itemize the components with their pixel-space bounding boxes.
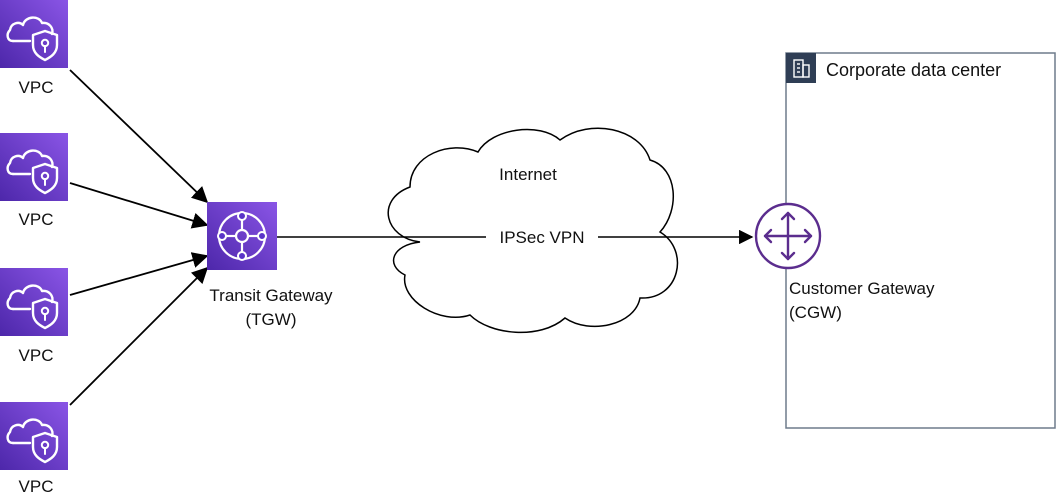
vpc-label: VPC	[19, 210, 54, 229]
data-center-boundary	[785, 52, 1056, 429]
internet-cloud: Internet	[387, 127, 679, 334]
tgw-label-line1: Transit Gateway	[209, 286, 333, 305]
vpc-2-connector	[69, 182, 209, 229]
building-glyph	[793, 59, 810, 78]
vpc-3: VPC	[0, 268, 68, 365]
customer-gateway: Customer Gateway (CGW)	[754, 202, 935, 322]
vpc-label: VPC	[19, 78, 54, 97]
vpc-2: VPC	[0, 133, 68, 229]
cgw-label-line2: (CGW)	[789, 303, 842, 322]
cloud-shape	[387, 127, 679, 334]
vpc-label: VPC	[19, 477, 54, 496]
internet-label: Internet	[499, 165, 557, 184]
cgw-label-line1: Customer Gateway	[789, 279, 935, 298]
vpc-4-connector	[69, 266, 209, 406]
vpc-1: VPC	[0, 0, 68, 97]
data-center-title: Corporate data center	[826, 60, 1001, 80]
transit-gateway: Transit Gateway (TGW)	[207, 202, 333, 329]
vpc-connectors	[69, 69, 209, 406]
vpc-label: VPC	[19, 346, 54, 365]
ipsec-vpn-link: IPSec VPN	[277, 228, 754, 247]
corporate-data-center: Corporate data center	[785, 52, 1056, 429]
vpc-1-connector	[69, 69, 209, 204]
office-building-icon	[786, 53, 816, 83]
tgw-label-line2: (TGW)	[246, 310, 297, 329]
vpc-3-connector	[69, 252, 209, 296]
vpn-label: IPSec VPN	[499, 228, 584, 247]
vpc-4: VPC	[0, 402, 68, 496]
